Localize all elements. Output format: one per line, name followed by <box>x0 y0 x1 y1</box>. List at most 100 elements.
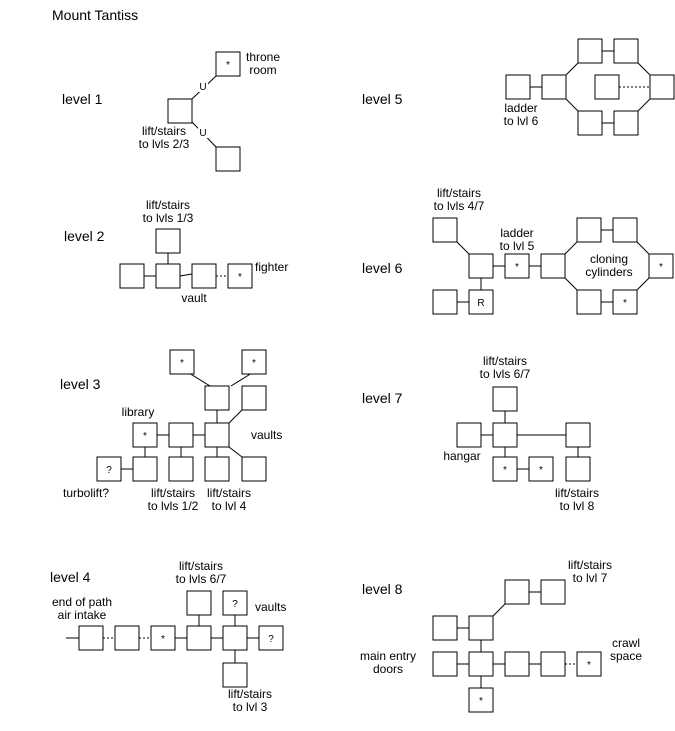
lift-room <box>222 662 248 688</box>
level-6-label: level 6 <box>362 260 403 276</box>
room-star: * <box>539 465 543 476</box>
cloning-room <box>612 217 638 243</box>
u-label-bg <box>198 127 208 138</box>
lift-room <box>492 386 518 412</box>
room-question: ? <box>106 465 112 476</box>
room-star: * <box>503 465 507 476</box>
hangar-label: hangar <box>443 449 480 463</box>
level-8-label: level 8 <box>362 581 403 597</box>
fighter-room <box>227 263 253 289</box>
corridor <box>230 372 253 387</box>
room <box>204 422 230 448</box>
lift-room <box>565 456 591 482</box>
turbolift-label: turbolift? <box>63 486 109 500</box>
room <box>150 625 176 651</box>
level-2-label: level 2 <box>64 228 105 244</box>
room-star: * <box>143 431 147 442</box>
lift-room <box>186 590 212 616</box>
room-star: * <box>587 660 591 671</box>
room <box>541 74 567 100</box>
room <box>155 263 181 289</box>
level-7-label: level 7 <box>362 390 403 406</box>
room-r-mark: R <box>477 298 484 309</box>
room <box>504 579 530 605</box>
room-star: * <box>226 60 230 71</box>
level-3: level 3 * * * ? library vaults turbolift… <box>60 349 282 513</box>
room-star: * <box>161 634 165 645</box>
u-label-bg <box>198 81 208 92</box>
room <box>577 38 603 64</box>
cloning-room <box>576 217 602 243</box>
room <box>169 349 195 375</box>
room-question: ? <box>268 634 274 645</box>
level-1-label: level 1 <box>62 91 103 107</box>
hangar-room <box>456 422 482 448</box>
corridor <box>456 241 470 255</box>
vault-room <box>222 590 248 616</box>
corridor <box>564 241 578 255</box>
room <box>258 625 284 651</box>
corridor <box>637 98 651 112</box>
room <box>114 625 140 651</box>
corridor <box>188 372 211 387</box>
room <box>119 263 145 289</box>
room-star: * <box>180 358 184 369</box>
room-star: * <box>479 696 483 707</box>
u-turn-label: U <box>199 128 206 139</box>
room <box>191 263 217 289</box>
room-star: * <box>252 358 256 369</box>
room <box>528 456 554 482</box>
room <box>613 110 639 136</box>
room <box>468 253 494 279</box>
room <box>540 651 566 677</box>
room-star: * <box>515 262 519 273</box>
room <box>468 615 494 641</box>
ladder-room <box>505 74 531 100</box>
corridor <box>492 603 506 617</box>
level-5-label: level 5 <box>362 91 403 107</box>
cloning-room <box>648 253 674 279</box>
room <box>432 615 458 641</box>
room <box>468 687 494 713</box>
entry-room <box>432 651 458 677</box>
room <box>215 146 241 172</box>
throne-room <box>215 51 241 77</box>
r-room <box>468 289 494 315</box>
corridor <box>228 409 243 424</box>
lift-room <box>167 98 193 124</box>
corridor <box>565 62 579 76</box>
room <box>492 422 518 448</box>
room <box>241 385 267 411</box>
room <box>432 289 458 315</box>
room <box>78 625 104 651</box>
room-question: ? <box>232 599 238 610</box>
room <box>241 349 267 375</box>
room <box>168 456 194 482</box>
corridor <box>636 277 650 291</box>
library-label: library <box>122 405 155 419</box>
room-star: * <box>659 262 663 273</box>
vaults-label: vaults <box>255 600 286 614</box>
corridor <box>637 62 651 76</box>
corridor <box>636 241 650 255</box>
room <box>222 625 248 651</box>
level-4-label: level 4 <box>50 569 91 585</box>
room <box>204 385 230 411</box>
room <box>204 456 230 482</box>
